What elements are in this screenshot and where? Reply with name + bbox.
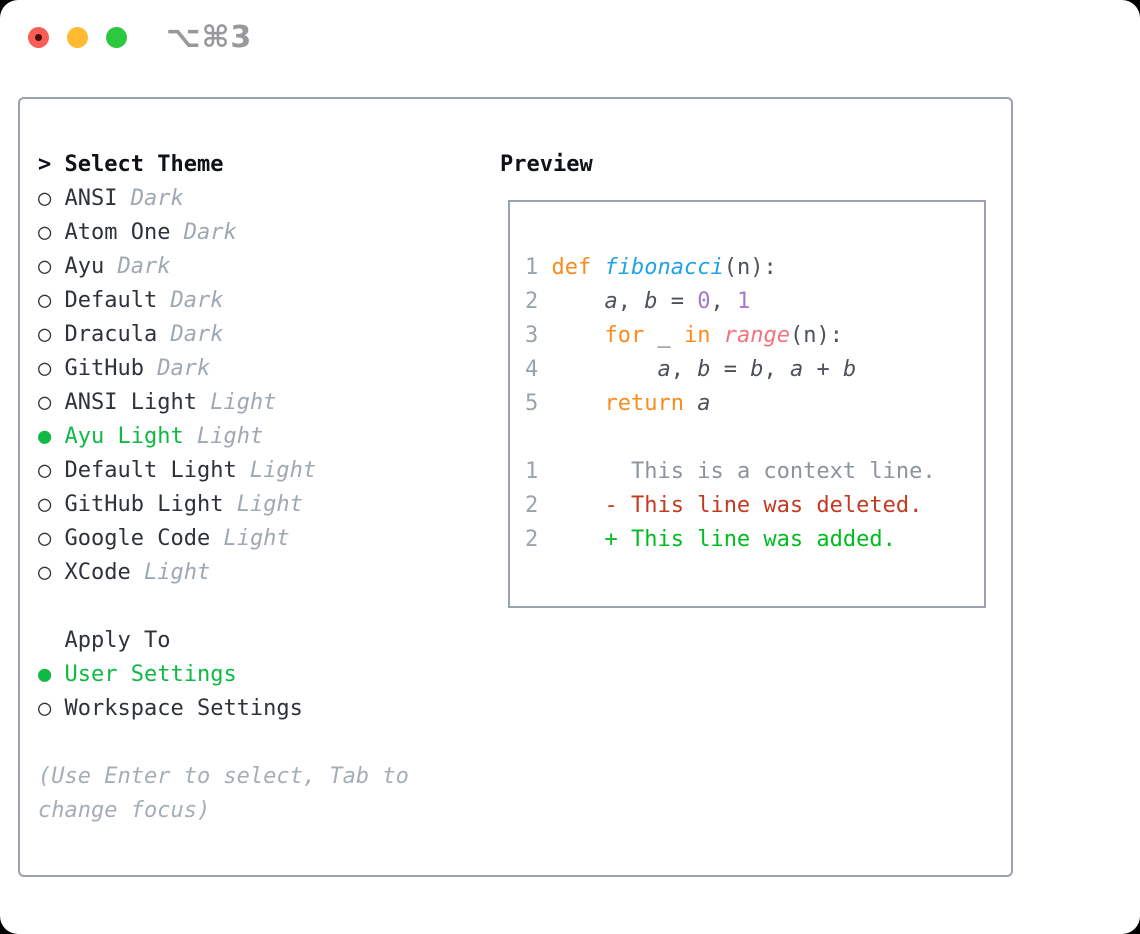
apply-option-label: User Settings bbox=[64, 662, 237, 687]
theme-list: > Select Theme○ ANSI Dark○ Atom One Dark… bbox=[38, 148, 409, 828]
theme-variant: Light bbox=[183, 424, 264, 449]
theme-name: Dracula bbox=[64, 322, 158, 347]
theme-option-atom-one[interactable]: ○ Atom One Dark bbox=[38, 216, 409, 250]
code-line: 2 + This line was added. bbox=[525, 527, 896, 552]
theme-option-ayu-light[interactable]: ● Ayu Light Light bbox=[38, 420, 409, 454]
radio-icon: ○ bbox=[38, 254, 65, 279]
theme-option-ansi[interactable]: ○ ANSI Dark bbox=[38, 182, 409, 216]
radio-icon: ○ bbox=[38, 322, 65, 347]
theme-variant: Dark bbox=[117, 186, 184, 211]
theme-variant: Dark bbox=[104, 254, 171, 279]
help-text-line: change focus) bbox=[38, 798, 211, 823]
code-line: 4 a, b = b, a + b bbox=[525, 357, 857, 382]
theme-option-ayu[interactable]: ○ Ayu Dark bbox=[38, 250, 409, 284]
code-line: 3 for _ in range(n): bbox=[525, 323, 843, 348]
code-line: 2 a, b = 0, 1 bbox=[525, 289, 751, 314]
theme-variant: Dark bbox=[157, 322, 224, 347]
theme-variant: Light bbox=[223, 492, 303, 517]
radio-icon: ○ bbox=[38, 560, 65, 585]
theme-name: Default bbox=[64, 288, 158, 313]
preview-box: 1 def fibonacci(n): 2 a, b = 0, 1 3 for _ … bbox=[508, 200, 986, 608]
radio-icon: ○ bbox=[38, 356, 65, 381]
apply-option-label: Workspace Settings bbox=[64, 696, 303, 721]
theme-name: ANSI Light bbox=[64, 390, 197, 415]
theme-name: Atom One bbox=[64, 220, 171, 245]
radio-icon: ○ bbox=[38, 696, 65, 721]
theme-option-default[interactable]: ○ Default Dark bbox=[38, 284, 409, 318]
theme-option-github-light[interactable]: ○ GitHub Light Light bbox=[38, 488, 409, 522]
zoom-button[interactable] bbox=[106, 27, 127, 48]
radio-icon: ○ bbox=[38, 492, 65, 517]
window-title: ⌥⌘3 bbox=[166, 20, 253, 55]
theme-name: GitHub bbox=[64, 356, 144, 381]
theme-name: Default Light bbox=[64, 458, 237, 483]
settings-panel: > Select Theme○ ANSI Dark○ Atom One Dark… bbox=[18, 97, 1013, 877]
theme-variant: Dark bbox=[170, 220, 237, 245]
apply-option-user-settings[interactable]: ● User Settings bbox=[38, 658, 409, 692]
theme-option-xcode[interactable]: ○ XCode Light bbox=[38, 556, 409, 590]
minimize-button[interactable] bbox=[67, 27, 88, 48]
radio-icon: ○ bbox=[38, 220, 65, 245]
spacer-row bbox=[38, 590, 409, 624]
radio-icon: ○ bbox=[38, 526, 65, 551]
code-line bbox=[525, 421, 976, 455]
theme-name: Google Code bbox=[64, 526, 211, 551]
theme-list-title: Select Theme bbox=[64, 152, 224, 177]
radio-icon: ○ bbox=[38, 288, 65, 313]
theme-name: Ayu bbox=[64, 254, 105, 279]
radio-icon: ○ bbox=[38, 186, 65, 211]
code-line: 2 - This line was deleted. bbox=[525, 493, 923, 518]
theme-variant: Light bbox=[236, 458, 317, 483]
theme-variant: Light bbox=[210, 526, 290, 551]
apply-to-title: Apply To bbox=[64, 628, 171, 653]
theme-name: GitHub Light bbox=[64, 492, 224, 517]
theme-variant: Light bbox=[196, 390, 277, 415]
radio-selected-icon: ● bbox=[38, 424, 65, 449]
code-line: 5 return a bbox=[525, 391, 711, 416]
theme-list-header: > Select Theme bbox=[38, 148, 409, 182]
theme-variant: Dark bbox=[157, 288, 224, 313]
spacer-row bbox=[38, 726, 409, 760]
theme-name: XCode bbox=[64, 560, 131, 585]
radio-icon: ○ bbox=[38, 458, 65, 483]
theme-option-github[interactable]: ○ GitHub Dark bbox=[38, 352, 409, 386]
theme-option-ansi-light[interactable]: ○ ANSI Light Light bbox=[38, 386, 409, 420]
radio-icon: ○ bbox=[38, 390, 65, 415]
preview-panel-label: Preview bbox=[500, 152, 593, 177]
theme-option-dracula[interactable]: ○ Dracula Dark bbox=[38, 318, 409, 352]
theme-name: Ayu Light bbox=[64, 424, 184, 449]
theme-variant: Dark bbox=[143, 356, 211, 381]
theme-option-default-light[interactable]: ○ Default Light Light bbox=[38, 454, 409, 488]
apply-to-header: Apply To bbox=[38, 624, 409, 658]
theme-name: ANSI bbox=[64, 186, 118, 211]
modified-dot-icon bbox=[35, 34, 42, 41]
theme-option-google-code[interactable]: ○ Google Code Light bbox=[38, 522, 409, 556]
preview-code: 1 def fibonacci(n): 2 a, b = 0, 1 3 for _ … bbox=[525, 251, 976, 557]
theme-variant: Light bbox=[130, 560, 211, 585]
prompt-caret-icon: > bbox=[38, 152, 65, 177]
code-line: 1 This is a context line. bbox=[525, 459, 936, 484]
apply-option-workspace-settings[interactable]: ○ Workspace Settings bbox=[38, 692, 409, 726]
help-text-line: (Use Enter to select, Tab to bbox=[38, 764, 409, 789]
close-button[interactable] bbox=[28, 27, 49, 48]
code-line: 1 def fibonacci(n): bbox=[525, 255, 777, 280]
titlebar: ⌥⌘3 bbox=[0, 0, 1140, 70]
radio-selected-icon: ● bbox=[38, 662, 65, 687]
